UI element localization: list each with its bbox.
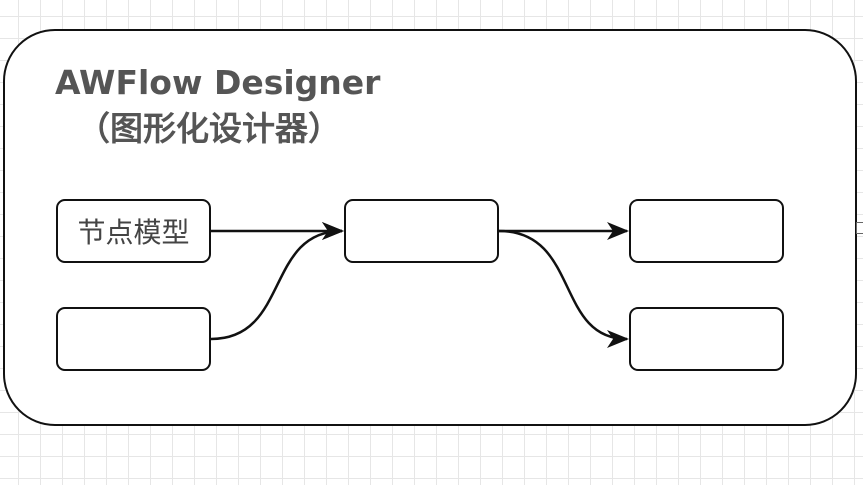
diagram-title: AWFlow Designer （图形化设计器） (55, 60, 380, 152)
selection-handle[interactable] (856, 222, 863, 234)
title-line-2: （图形化设计器） (77, 109, 341, 148)
node-model-label: 节点模型 (77, 216, 190, 249)
node-right-top[interactable] (629, 199, 784, 263)
node-right-bottom[interactable] (629, 307, 784, 371)
node-model[interactable]: 节点模型 (56, 199, 211, 263)
node-center[interactable] (344, 199, 499, 263)
title-line-1: AWFlow Designer (55, 63, 381, 102)
node-left-bottom[interactable] (56, 307, 211, 371)
